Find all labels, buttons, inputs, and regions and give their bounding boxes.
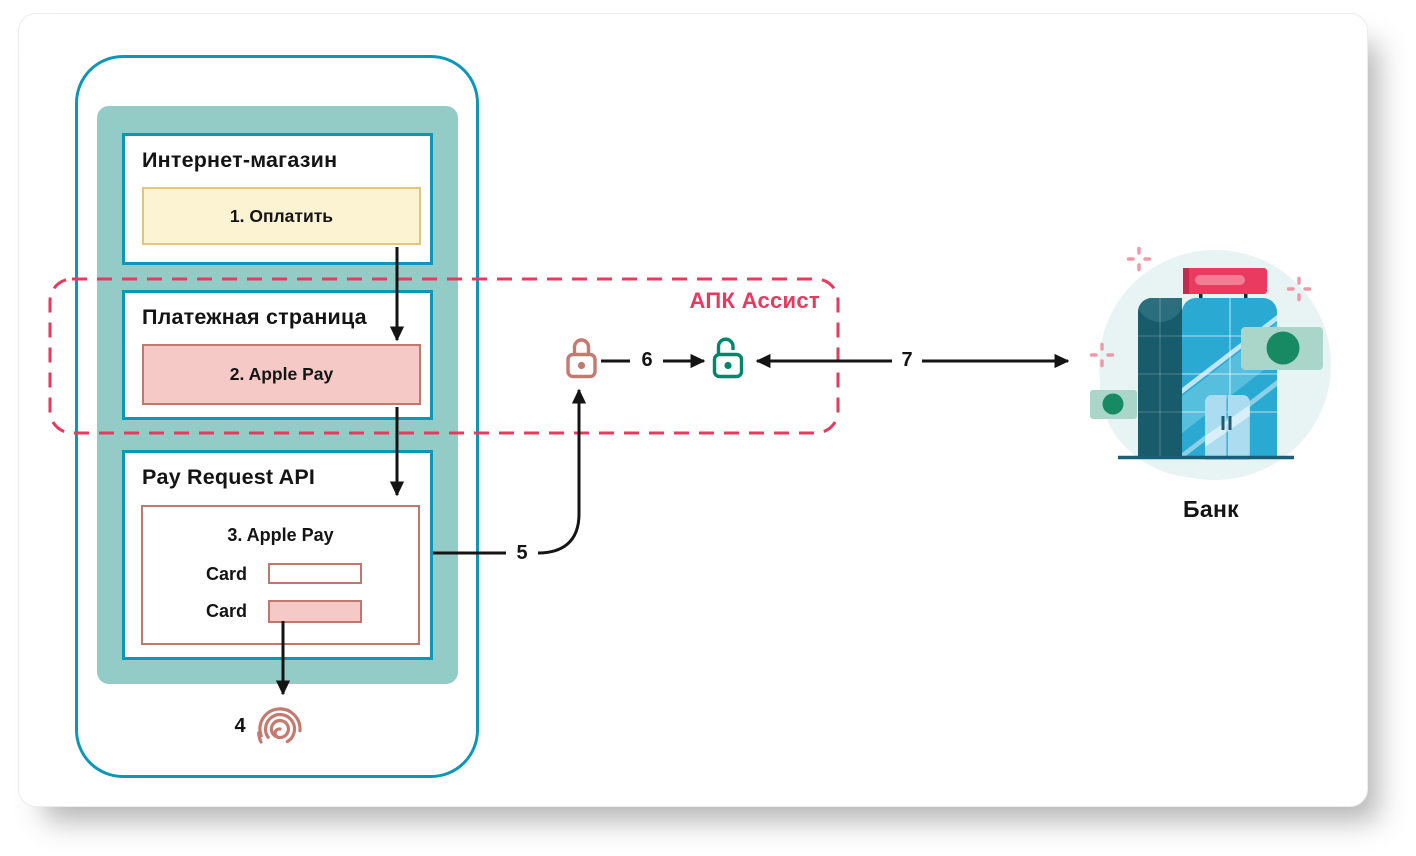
card-input-selected xyxy=(268,600,362,623)
pay-request-api-title: Pay Request API xyxy=(142,465,316,489)
payment-page-title: Платежная страница xyxy=(142,305,367,329)
internet-shop-box: Интернет-магазин 1. Оплатить xyxy=(122,133,433,265)
step-6-label: 6 xyxy=(641,349,653,371)
step-5-label: 5 xyxy=(516,542,528,564)
internet-shop-title: Интернет-магазин xyxy=(142,148,338,172)
step-7-label: 7 xyxy=(901,349,913,371)
bank-label: Банк xyxy=(1183,496,1239,522)
card-label-1: Card xyxy=(205,564,247,584)
card-input-empty xyxy=(268,563,362,584)
apple-pay-button: 2. Apple Pay xyxy=(142,344,421,405)
pay-button: 1. Оплатить xyxy=(142,187,421,245)
payment-page-box: Платежная страница 2. Apple Pay xyxy=(122,290,433,420)
apple-pay-sheet-title: 3. Apple Pay xyxy=(227,525,334,545)
card-label-2: Card xyxy=(205,601,247,621)
pay-request-api-box: Pay Request API 3. Apple Pay Card Card xyxy=(122,450,433,660)
assist-label: АПК Ассист xyxy=(689,288,820,313)
step-4-label: 4 xyxy=(234,715,246,737)
apple-pay-sheet: 3. Apple Pay Card Card xyxy=(141,505,420,645)
